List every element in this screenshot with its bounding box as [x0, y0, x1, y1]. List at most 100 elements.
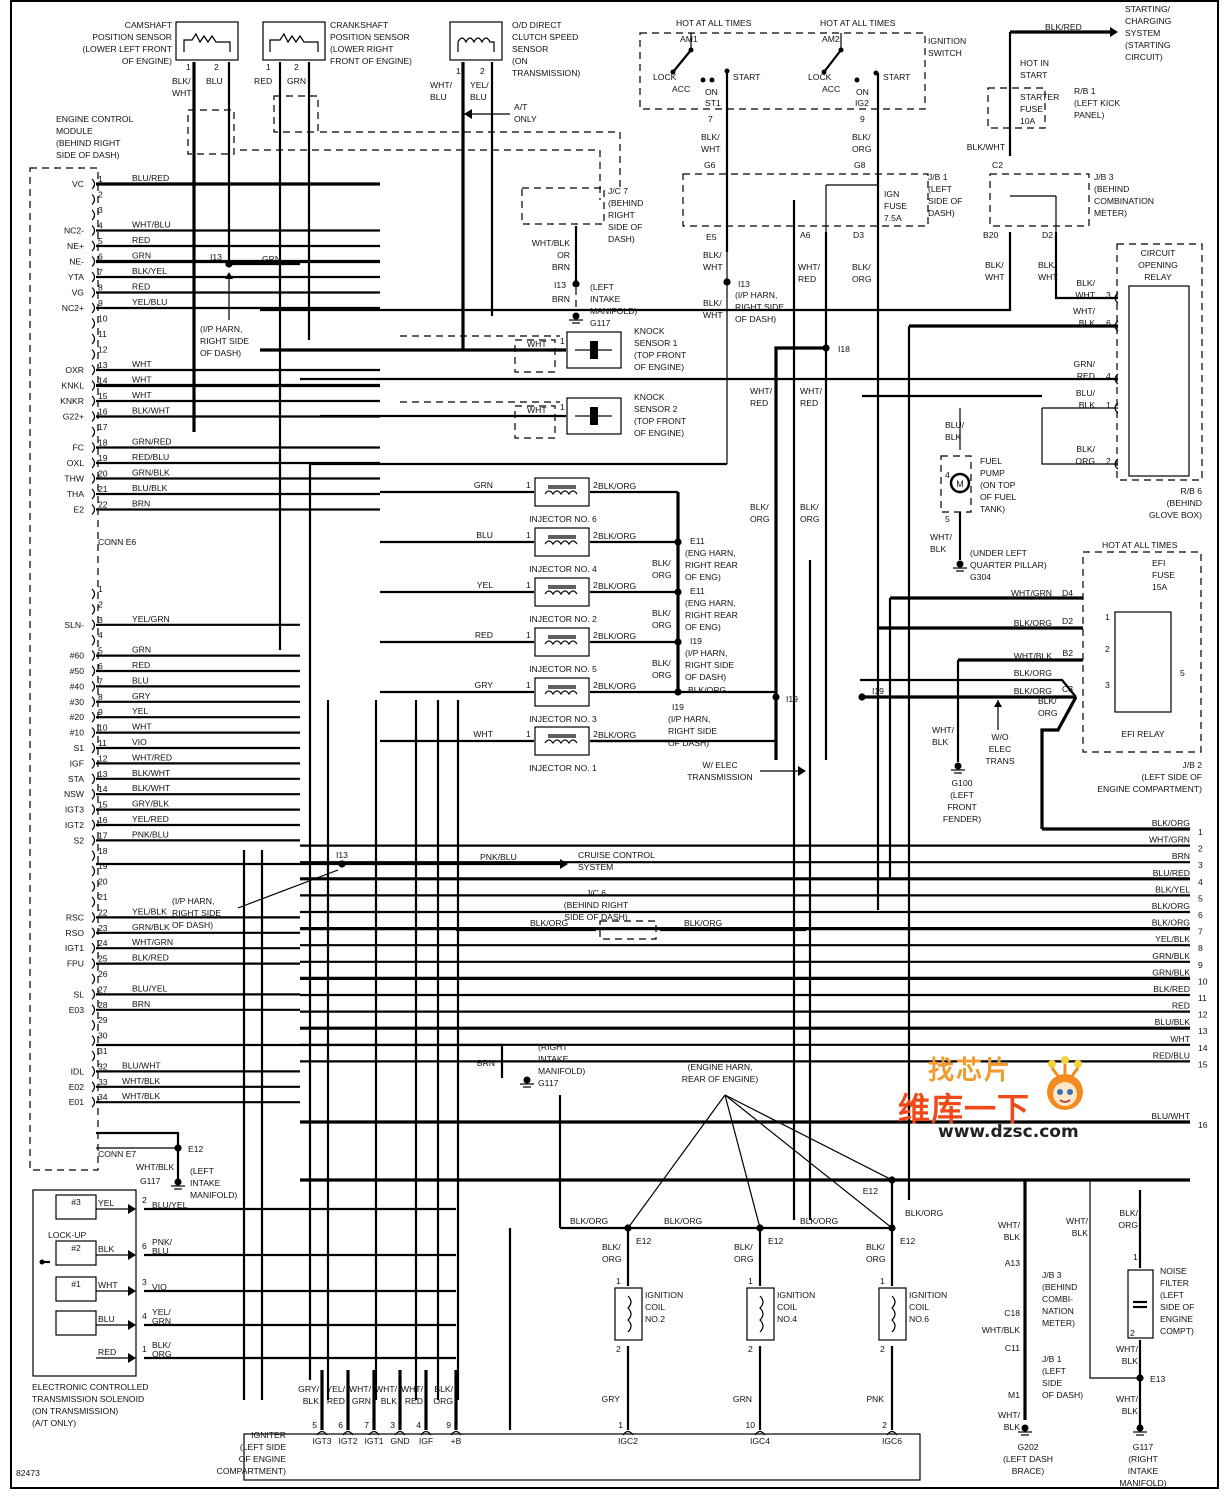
ecm-wire-color: GRN/BLK — [132, 468, 170, 478]
ecm-pin-number: 9 — [98, 707, 103, 717]
ecm-pin-name: SL — [73, 989, 84, 999]
pin-number: 2 — [142, 1195, 147, 1205]
blk-wht-wire — [308, 462, 727, 1380]
jb1-label: J/B 1 — [1042, 1354, 1062, 1364]
ecm-pin-number: 14 — [98, 376, 108, 386]
pin-number: 3 — [1106, 290, 1111, 300]
right-connector-wire-color: GRN/BLK — [1152, 967, 1190, 977]
connector-icon — [91, 588, 96, 600]
connector-icon — [91, 488, 96, 500]
pin-number: 1 — [456, 66, 461, 76]
wire-color: WHT/ — [401, 1384, 424, 1394]
wire-color: BLK/ — [750, 502, 769, 512]
ecm-pin-number: 19 — [98, 453, 108, 463]
switch-contact — [821, 69, 827, 75]
splice-desc: (I/P HARN, — [200, 324, 242, 334]
circuit-opening-relay-label: CIRCUIT — [1141, 248, 1177, 258]
connector-icon — [91, 819, 96, 831]
wire-color: WHT/GRN — [1011, 588, 1052, 598]
connector-icon — [91, 194, 96, 205]
right-intake-label: INTAKE — [538, 1054, 569, 1064]
ecm-pin-number: 13 — [98, 769, 108, 779]
ig2-label: IG2 — [855, 98, 869, 108]
diagram-frame — [10, 0, 1219, 1489]
pin-number: 2 — [748, 1344, 753, 1354]
camshaft-sensor-label: CAMSHAFT — [125, 20, 173, 30]
ecm-wire-color: BLU/BLK — [132, 483, 168, 493]
connector-icon — [91, 504, 96, 515]
igniter-label: COMPARTMENT) — [217, 1466, 287, 1476]
wo-elec-trans: W/O — [991, 732, 1008, 742]
ecm-pin-number: 19 — [98, 861, 108, 871]
ecm-pin-name: NSW — [64, 789, 85, 799]
arrow-icon — [128, 1250, 136, 1260]
ground-g100-icon — [954, 762, 962, 770]
wire-color: BLK/ — [652, 608, 671, 618]
wire-color: BLK — [1072, 1228, 1089, 1238]
wire-color: ORG — [866, 1254, 886, 1264]
right-connector-pin: 4 — [1198, 877, 1203, 887]
leader — [627, 1094, 726, 1229]
pin-number: 1 — [186, 62, 191, 72]
brn-wire — [96, 1043, 504, 1078]
ecm-pin-name: IGT3 — [65, 805, 84, 815]
pin-number: 3 — [142, 1277, 147, 1287]
noise-filter-label: (LEFT — [1160, 1290, 1185, 1300]
at-only-note: ONLY — [514, 114, 537, 124]
wire-color: BRN — [552, 262, 570, 272]
ecm-wire-color: WHT — [132, 390, 152, 400]
wire-color: BLK/ — [434, 1384, 453, 1394]
wire-color: BLK/ — [602, 1242, 621, 1252]
pin-number: 1 — [526, 580, 531, 590]
ground-g202-icon — [1021, 1424, 1029, 1432]
ecm-pin-number: 32 — [98, 1061, 108, 1071]
ecm-pin-name: #10 — [70, 728, 85, 738]
right-connector-pin: 13 — [1198, 1026, 1208, 1036]
noise-filter-ground-label: MANIFOLD) — [1119, 1478, 1166, 1488]
connector-icon — [91, 634, 96, 646]
wire-color: BLK/ORG — [598, 531, 637, 541]
wire-color: GRN — [287, 76, 306, 86]
splice-desc: (I/P HARN, — [668, 714, 710, 724]
wire-color: RED — [798, 274, 816, 284]
splice-desc: RIGHT SIDE — [735, 302, 784, 312]
connector-icon — [91, 256, 96, 267]
wire-color: WHT/ — [750, 386, 773, 396]
ecm-pin-number: 13 — [98, 360, 108, 370]
pin-number: 1 — [526, 630, 531, 640]
right-connector-wire-color: GRN/BLK — [1152, 951, 1190, 961]
connector-label: D4 — [1062, 588, 1073, 598]
connector-icon — [91, 665, 96, 677]
od-clutch-sensor-label: O/D DIRECT — [512, 20, 562, 30]
right-connector-pin: 12 — [1198, 1010, 1208, 1020]
wire-color: BLK/ORG — [598, 581, 637, 591]
pin-number: 2 — [480, 66, 485, 76]
splice-label: I19 — [786, 694, 798, 704]
ecm-pin-number: 21 — [98, 892, 108, 902]
connector-icon — [368, 1430, 380, 1436]
ignition-coil-label: NO.2 — [645, 1314, 665, 1324]
wire-color: BLK — [1079, 318, 1096, 328]
wire-color: WHT/ — [932, 725, 955, 735]
st1-label: ST1 — [705, 98, 721, 108]
conn-e6-label: CONN E6 — [98, 537, 136, 547]
ecm-wire-color: YEL/BLK — [132, 906, 167, 916]
connector-icon — [91, 757, 96, 769]
wire-color: RED — [800, 398, 818, 408]
ecm-wire-color: RED/BLU — [132, 452, 169, 462]
wire-color: BLK/ORG — [684, 918, 723, 928]
connector-icon — [91, 240, 96, 252]
knock2-label: KNOCK — [634, 392, 665, 402]
jb1-enclosure — [682, 173, 929, 227]
splice-desc: OF ENG) — [685, 572, 721, 582]
ecm-pin-number: 33 — [98, 1077, 108, 1087]
injector-label: INJECTOR NO. 4 — [529, 564, 597, 574]
wire-color: WHT — [1038, 272, 1058, 282]
ignition-coil-label: NO.6 — [909, 1314, 929, 1324]
coil-icon — [544, 490, 578, 496]
ecm-pin-name: #60 — [70, 651, 85, 661]
splice-label: I19 — [672, 702, 684, 712]
wire-color: ORG — [602, 1254, 622, 1264]
right-connector-wire-color: BRN — [1172, 851, 1190, 861]
wire-color: YEL/ — [470, 80, 489, 90]
